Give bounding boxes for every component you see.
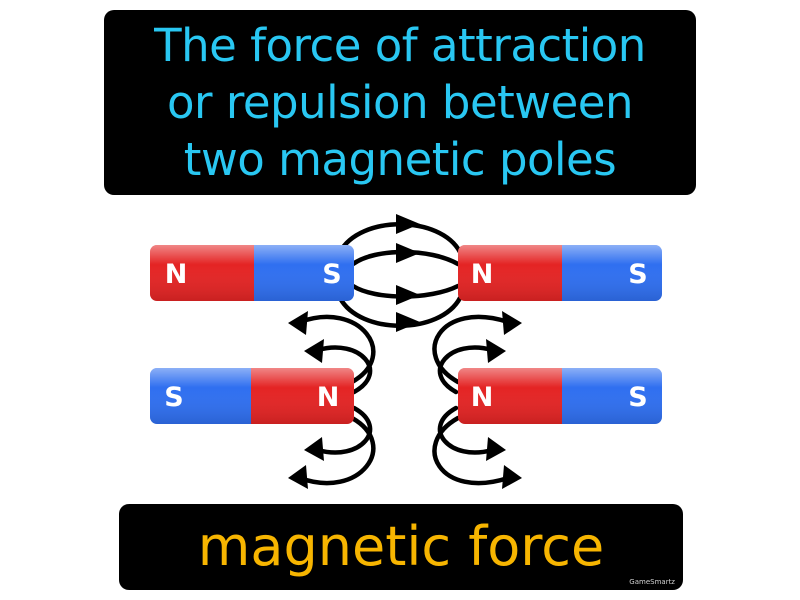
arrow-right-icon [502, 311, 522, 335]
definition-line-1: The force of attraction [154, 19, 646, 72]
pole-label: N [165, 259, 188, 290]
credit-label: GameSmartz [629, 578, 675, 586]
field-line-repel-right-2 [437, 345, 495, 395]
magnet-bottom-right: N S [458, 368, 662, 424]
field-arrows [288, 214, 522, 489]
pole-label: S [628, 259, 647, 290]
arrow-right-icon [396, 214, 420, 234]
pole-label: S [322, 259, 341, 290]
arrow-right-icon [502, 465, 522, 489]
arrow-left-icon [304, 339, 324, 363]
arrow-right-icon [396, 312, 420, 332]
pole-label: N [317, 382, 340, 413]
arrow-right-icon [486, 437, 506, 461]
definition-box: The force of attraction or repulsion bet… [104, 10, 696, 195]
pole-label: S [164, 382, 183, 413]
pole-label: N [471, 259, 494, 290]
term-title: magnetic force [197, 515, 605, 578]
field-line-repel-right-3 [437, 405, 495, 455]
arrow-right-icon [396, 243, 420, 263]
field-line-repel-left-1 [297, 314, 376, 385]
pole-label: S [628, 382, 647, 413]
field-line-repel-right-1 [432, 314, 511, 385]
magnet-bottom-left: S N [150, 368, 354, 424]
term-box: magnetic force GameSmartz [119, 504, 683, 590]
arrow-right-icon [486, 339, 506, 363]
definition-line-3: two magnetic poles [183, 133, 617, 186]
arrow-left-icon [304, 437, 324, 461]
field-line-repel-left-4 [297, 415, 376, 486]
arrow-right-icon [396, 285, 420, 305]
field-line-repel-left-3 [315, 405, 373, 455]
field-line-repel-right-4 [432, 415, 511, 486]
arrow-left-icon [288, 311, 308, 335]
pole-label: N [471, 382, 494, 413]
magnet-top-left: N S [150, 245, 354, 301]
magnet-top-right: N S [458, 245, 662, 301]
definition-line-2: or repulsion between [166, 76, 634, 129]
arrow-left-icon [288, 465, 308, 489]
field-line-repel-left-2 [315, 345, 373, 395]
